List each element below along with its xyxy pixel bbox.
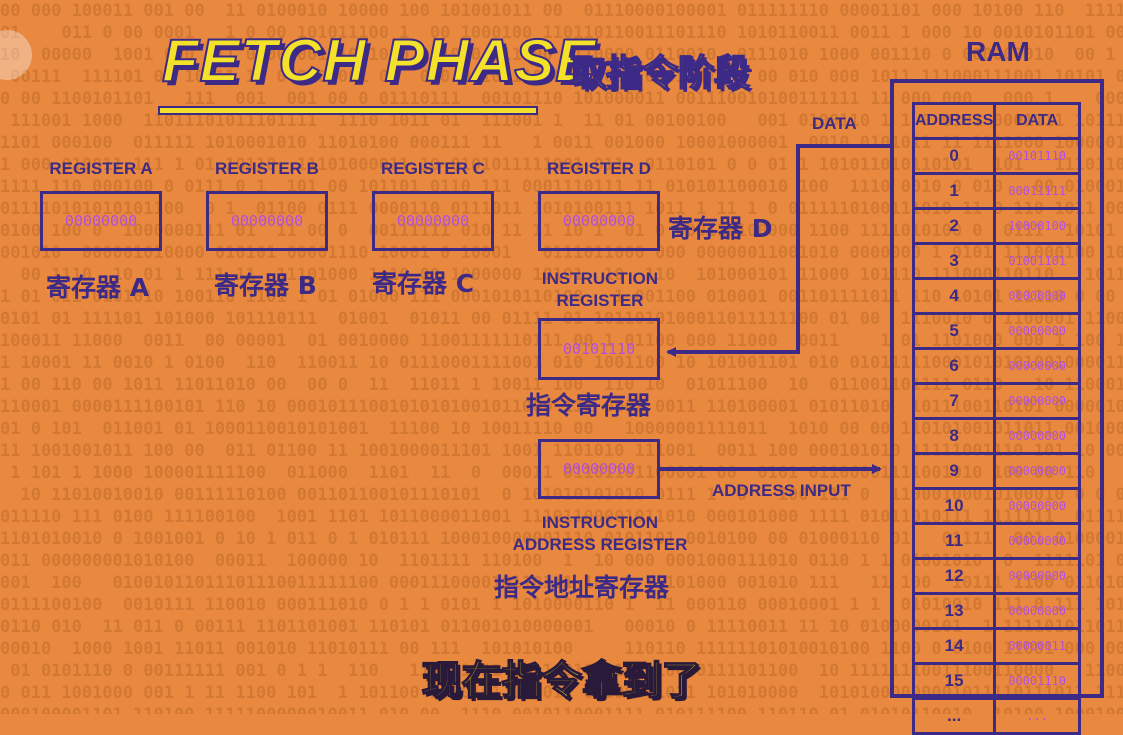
subtitle-caption: 现在指令拿到了: [421, 657, 703, 705]
data-wire: [666, 144, 890, 357]
ram-data-cell: 00000000: [993, 487, 1081, 525]
ram-data-cell: 00011111: [993, 172, 1081, 210]
ram-data-cell: 00000000: [993, 312, 1081, 350]
ram-address-cell: 13: [911, 592, 997, 630]
instruction-register-box: 00101110: [538, 318, 660, 380]
ram-address-cell: 10: [911, 487, 997, 525]
instruction-register-label: INSTRUCTION REGISTER: [541, 269, 659, 310]
register-c-box: 00000000: [372, 191, 494, 251]
ram-address-cell: 9: [911, 452, 997, 490]
ram-address-cell: 4: [911, 277, 997, 315]
register-c-cn-label: 寄存器 C: [372, 269, 475, 298]
register-b-label: REGISTER B: [215, 159, 319, 178]
ram-col-data: DATA: [993, 102, 1081, 140]
ram-data-cell: 00000000: [993, 452, 1081, 490]
instruction-address-register-cn-label: 指令地址寄存器: [494, 573, 670, 602]
register-d-label: REGISTER D: [547, 159, 651, 178]
ram-address-cell: 12: [911, 557, 997, 595]
ram-address-cell: 11: [911, 522, 997, 560]
ram-data-cell: 00000000: [993, 277, 1081, 315]
data-bus-wires: [660, 144, 890, 474]
ram-data-cell: 00000000: [993, 592, 1081, 630]
data-wire-label: DATA: [812, 114, 857, 133]
page-title: FETCH PHASE: [161, 26, 597, 95]
ram-address-cell: 15: [911, 662, 997, 700]
ram-data-cell: 00000011: [993, 627, 1081, 665]
ram-col-address: ADDRESS: [911, 102, 997, 140]
title-underline: [158, 106, 538, 115]
register-a-box: 00000000: [40, 191, 162, 251]
ram-address-cell: 5: [911, 312, 997, 350]
ram-data-cell: 00000000: [993, 417, 1081, 455]
ram-address-cell: 8: [911, 417, 997, 455]
register-b-box: 00000000: [206, 191, 328, 251]
ram-data-cell: 00001110: [993, 662, 1081, 700]
binary-background-pattern: 00 000 100011 001 00 11 0100010 10000 10…: [0, 1, 1123, 714]
ram-address-cell: 14: [911, 627, 997, 665]
register-d-box: 00000000: [538, 191, 660, 251]
ram-data-cell: 00000000: [993, 522, 1081, 560]
ram-data-cell: 10000100: [993, 207, 1081, 245]
register-b-cn-label: 寄存器 B: [214, 271, 317, 300]
ram-address-cell: 1: [911, 172, 997, 210]
ram-data-cell: 00101110: [993, 137, 1081, 175]
ram-address-cell: 6: [911, 347, 997, 385]
ram-data-cell: 00000000: [993, 382, 1081, 420]
ram-address-cell: 0: [911, 137, 997, 175]
register-d-cn-label: 寄存器 D: [668, 214, 773, 243]
ram-address-cell: 3: [911, 242, 997, 280]
instruction-address-register-box: 00000000: [538, 439, 660, 499]
instruction-register-cn-label: 指令寄存器: [526, 391, 652, 420]
ram-data-cell: 01001101: [993, 242, 1081, 280]
instruction-address-register-label: INSTRUCTION ADDRESS REGISTER: [512, 513, 688, 554]
register-c-label: REGISTER C: [381, 159, 485, 178]
address-input-label: ADDRESS INPUT: [712, 481, 851, 500]
page-title-cn: 取指令阶段: [569, 52, 751, 95]
register-a-cn-label: 寄存器 A: [46, 273, 150, 302]
ram-title: RAM: [966, 36, 1030, 67]
ram-address-cell: 2: [911, 207, 997, 245]
ram-address-cell: 7: [911, 382, 997, 420]
ram-data-cell: 00000000: [993, 557, 1081, 595]
ram-data-cell: 00000000: [993, 347, 1081, 385]
register-a-label: REGISTER A: [49, 159, 153, 178]
